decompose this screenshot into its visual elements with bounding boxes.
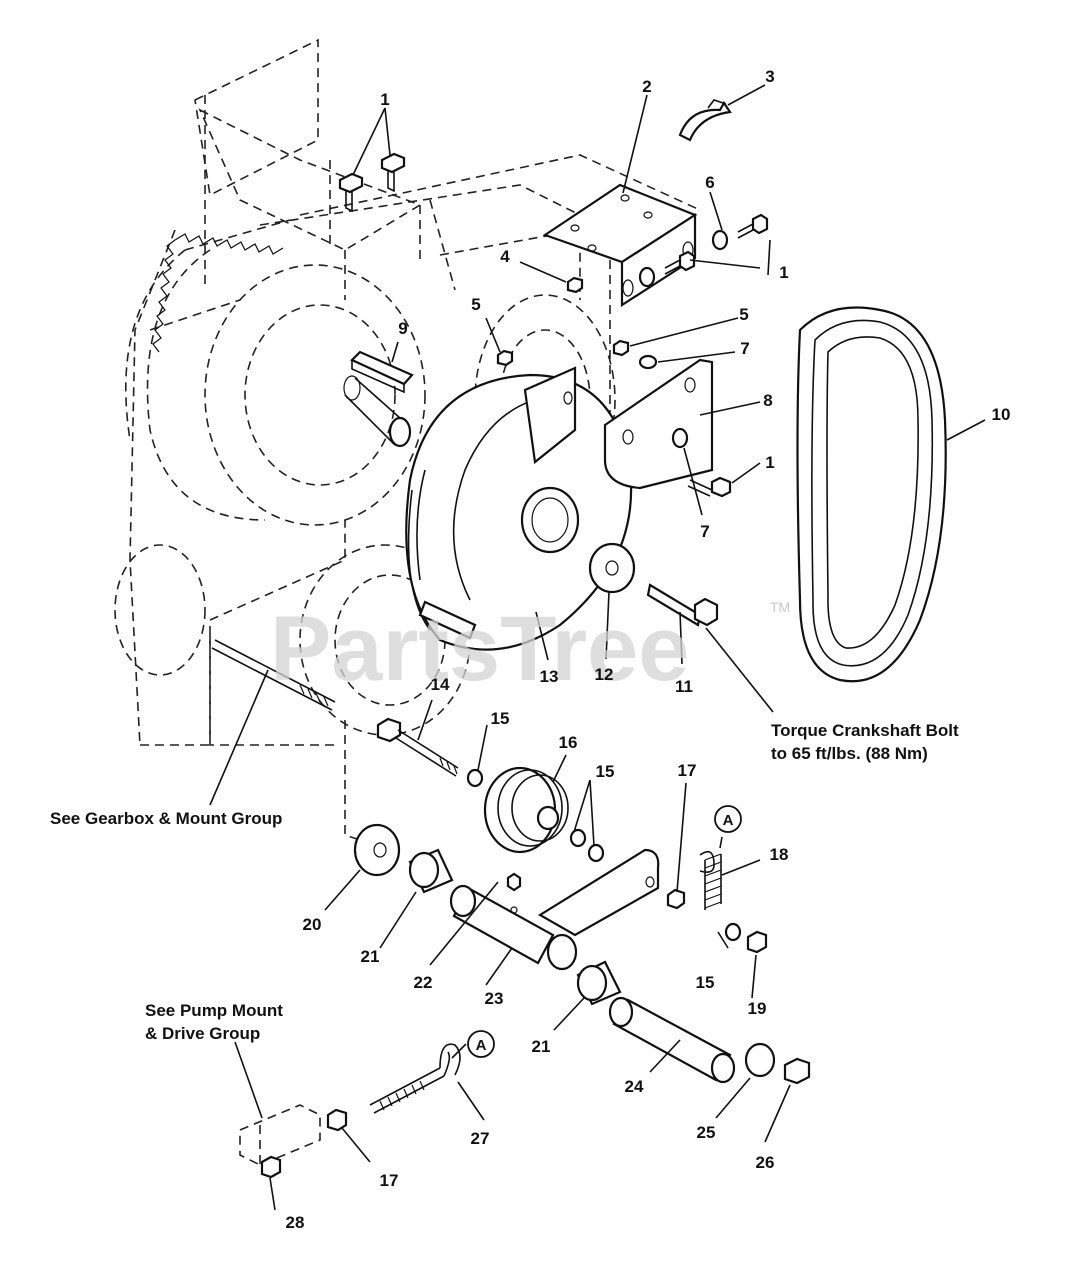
callout-label: 1 (380, 90, 389, 109)
mounting-plate (603, 358, 714, 490)
belt-guard (405, 373, 633, 651)
flat-washer (724, 922, 742, 942)
idler-bolt (376, 717, 459, 777)
square-key (350, 350, 414, 394)
callout-label: 10 (992, 405, 1011, 424)
callout-label: 1 (779, 263, 788, 282)
watermark: PartsTree (270, 598, 689, 700)
callout-label: 1 (765, 453, 774, 472)
grease-fitting (506, 872, 522, 914)
trademark: TM (770, 599, 790, 615)
callout-label: 24 (625, 1077, 644, 1096)
guard-tab (523, 366, 577, 465)
drive-belt (796, 306, 947, 683)
flat-washer (569, 828, 587, 848)
callout-label: 19 (748, 999, 767, 1018)
callout-label: 2 (642, 77, 651, 96)
leader-lines (209, 84, 986, 1211)
callout-label: 15 (596, 762, 615, 781)
callout-label: 14 (431, 675, 450, 694)
callout-label: 28 (286, 1213, 305, 1232)
callout-label: 20 (303, 915, 322, 934)
hex-bolt (380, 152, 406, 193)
callout-labels: 1 1 1 1 2 3 4 5 5 6 7 7 8 9 10 11 12 13 … (286, 67, 1011, 1232)
callout-label: 9 (398, 319, 407, 338)
callout-label: 12 (595, 665, 614, 684)
hex-bolt (737, 213, 769, 239)
lock-washer (711, 229, 729, 251)
callout-label: 21 (532, 1037, 551, 1056)
callout-label: 8 (763, 391, 772, 410)
torque-note-line2: to 65 ft/lbs. (88 Nm) (771, 744, 928, 763)
torque-note-line1: Torque Crankshaft Bolt (771, 721, 959, 740)
hex-bolt (687, 476, 732, 498)
hex-bolt (664, 250, 696, 275)
idler-pulley (483, 766, 569, 854)
callout-label: 13 (540, 667, 559, 686)
svg-text:A: A (476, 1037, 487, 1054)
flat-washer-25 (744, 1042, 776, 1078)
reference-circle: A (714, 805, 742, 833)
crankshaft-bolt (646, 583, 719, 627)
flat-washer (587, 843, 605, 863)
pump-group-note-line2: & Drive Group (145, 1024, 260, 1043)
idler-arm (449, 848, 660, 971)
callout-label: 15 (491, 709, 510, 728)
flat-washer (638, 354, 658, 370)
callout-label: 5 (471, 295, 480, 314)
lock-washer (638, 266, 656, 288)
callout-label: 25 (697, 1123, 716, 1142)
hook-bolt (369, 1043, 461, 1114)
bushing-21b (576, 960, 622, 1006)
extension-spring (699, 850, 722, 910)
flat-washer (671, 427, 689, 449)
callout-label: 11 (675, 677, 693, 696)
callout-label: 27 (471, 1129, 490, 1148)
flat-washer (466, 768, 484, 788)
callout-label: 16 (559, 733, 578, 752)
callout-label: 4 (500, 247, 510, 266)
flange-nut-17 (666, 888, 686, 910)
svg-text:A: A (723, 812, 734, 829)
bushing-21 (408, 848, 454, 894)
stud (211, 639, 336, 711)
flange-nut (612, 339, 630, 357)
pump-group-note-line1: See Pump Mount (145, 1001, 283, 1020)
spacer (588, 542, 636, 594)
nut-28 (260, 1155, 282, 1179)
callout-label: 5 (739, 305, 748, 324)
callout-label: 7 (740, 339, 749, 358)
nut-26 (783, 1057, 811, 1085)
callout-label: 26 (756, 1153, 775, 1172)
callout-label: 15 (696, 973, 715, 992)
callout-label: 7 (700, 522, 709, 541)
pivot-tube (608, 996, 736, 1084)
pump-mount-phantom (239, 1104, 321, 1166)
callout-label: 23 (485, 989, 504, 1008)
reference-circle: A (467, 1030, 495, 1058)
callout-label: 21 (361, 947, 380, 966)
callout-label: 17 (380, 1171, 399, 1190)
callout-label: 6 (705, 173, 714, 192)
output-shaft (343, 375, 412, 448)
gearbox-housing-phantom (114, 38, 701, 841)
nut-19 (746, 930, 768, 954)
gearbox-group-note: See Gearbox & Mount Group (50, 809, 282, 828)
flange-nut-17b (326, 1108, 348, 1132)
hex-bolt (338, 172, 364, 213)
callout-label: 22 (414, 973, 433, 992)
callout-label: 18 (770, 845, 789, 864)
callout-label: 17 (678, 761, 697, 780)
hex-nut (566, 276, 584, 294)
callout-label: 3 (765, 67, 774, 86)
flange-nut (496, 349, 514, 367)
spacer-20 (353, 823, 401, 877)
belt-clip (678, 99, 732, 142)
